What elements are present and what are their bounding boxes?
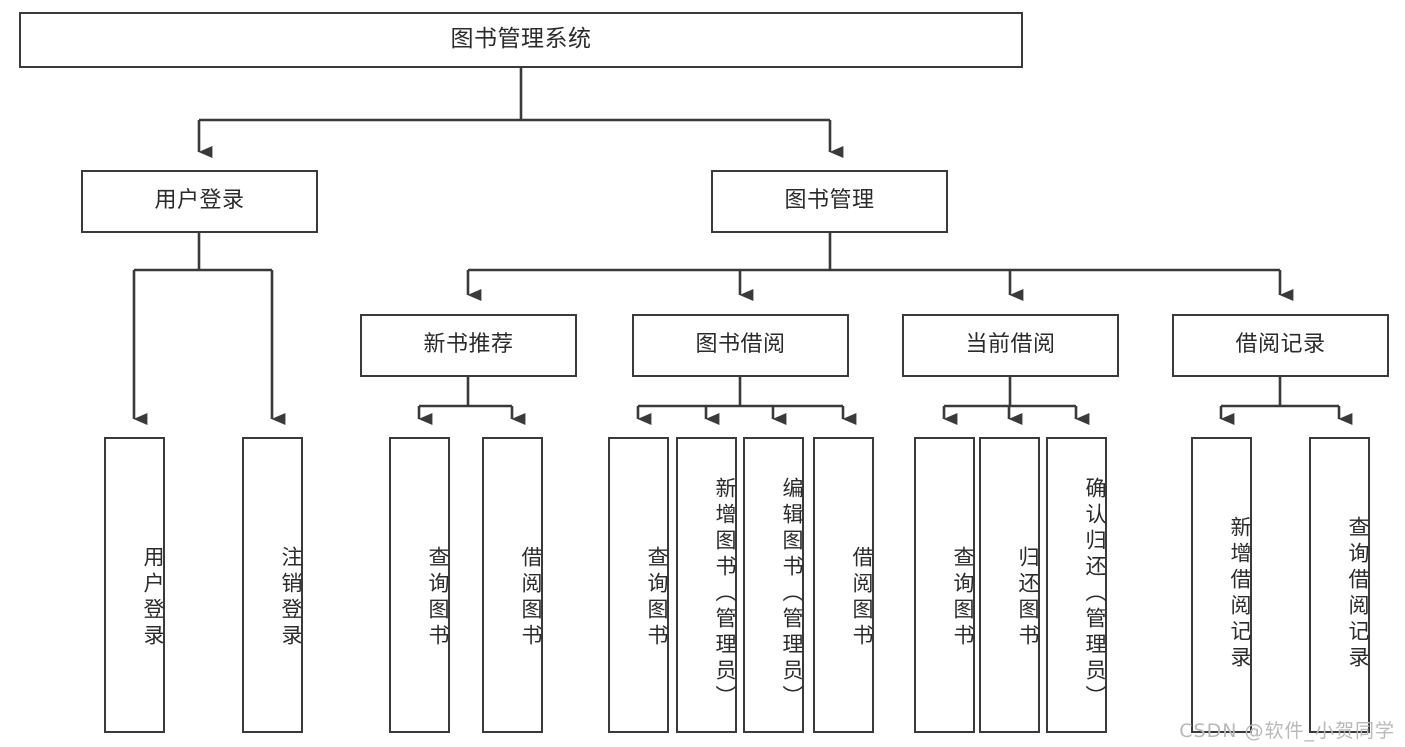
node-label: 新增图书（管理员） (713, 477, 737, 711)
leaf-query-book-new-recommend[interactable]: 查询图书 (389, 437, 450, 733)
leaf-add-book-admin[interactable]: 新增图书（管理员） (676, 437, 737, 733)
node-book-management-system[interactable]: 图书管理系统 (19, 12, 1023, 68)
leaf-logout-login[interactable]: 注销登录 (242, 437, 303, 733)
leaf-borrow-book-borrow[interactable]: 借阅图书 (813, 437, 874, 733)
node-label: 图书借阅 (695, 332, 786, 358)
leaf-edit-book-admin[interactable]: 编辑图书（管理员） (743, 437, 804, 733)
node-label: 用户登录 (154, 188, 245, 214)
leaf-query-borrow-record[interactable]: 查询借阅记录 (1309, 437, 1370, 733)
node-label: 借阅图书 (850, 546, 874, 650)
node-borrow-record[interactable]: 借阅记录 (1172, 314, 1389, 377)
node-label: 归还图书 (1016, 546, 1040, 650)
node-label: 当前借阅 (965, 332, 1056, 358)
node-new-book-recommend[interactable]: 新书推荐 (360, 314, 577, 377)
node-label: 新书推荐 (423, 332, 514, 358)
node-label: 新增借阅记录 (1228, 516, 1252, 672)
node-book-borrow[interactable]: 图书借阅 (632, 314, 849, 377)
csdn-watermark: CSDN @软件_小贺同学 (1179, 720, 1395, 742)
node-label: 查询图书 (426, 546, 450, 650)
node-book-manage[interactable]: 图书管理 (711, 170, 948, 233)
leaf-query-book-current[interactable]: 查询图书 (914, 437, 975, 733)
node-label: 编辑图书（管理员） (780, 477, 804, 711)
leaf-return-book[interactable]: 归还图书 (979, 437, 1040, 733)
leaf-add-borrow-record[interactable]: 新增借阅记录 (1191, 437, 1252, 733)
node-current-borrow[interactable]: 当前借阅 (902, 314, 1119, 377)
leaf-query-book-borrow[interactable]: 查询图书 (608, 437, 669, 733)
leaf-borrow-book-new-recommend[interactable]: 借阅图书 (482, 437, 543, 733)
node-label: 借阅图书 (519, 546, 543, 650)
leaf-user-login[interactable]: 用户登录 (104, 437, 165, 733)
leaf-confirm-return-admin[interactable]: 确认归还（管理员） (1046, 437, 1107, 733)
node-label: 查询借阅记录 (1346, 516, 1370, 672)
node-label: 注销登录 (279, 546, 303, 650)
node-label: 查询图书 (645, 546, 669, 650)
node-label: 图书管理 (784, 188, 875, 214)
node-label: 确认归还（管理员） (1083, 477, 1107, 711)
node-label: 借阅记录 (1235, 332, 1326, 358)
node-user-login[interactable]: 用户登录 (81, 170, 318, 233)
node-label: 用户登录 (141, 546, 165, 650)
node-label: 查询图书 (951, 546, 975, 650)
node-label: 图书管理系统 (450, 26, 592, 53)
